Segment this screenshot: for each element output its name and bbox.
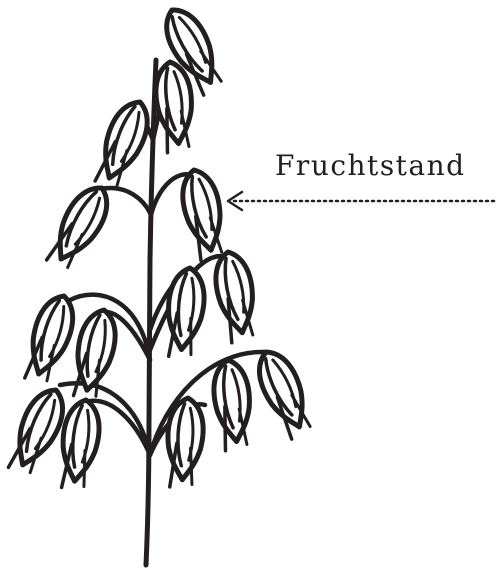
spikelets [3,2,318,492]
main-stem [143,57,159,568]
callout-label: Fruchtstand [275,149,466,182]
callout-arrow [226,190,498,212]
